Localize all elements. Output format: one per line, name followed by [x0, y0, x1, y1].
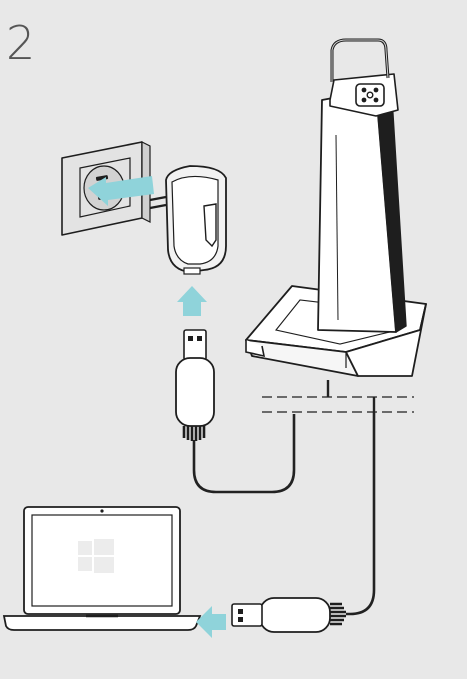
usb-strain-relief	[182, 426, 206, 441]
stand-base-side	[345, 303, 427, 377]
socket-inset	[79, 157, 131, 218]
usb-plug-slot	[188, 336, 193, 341]
adapter-face	[171, 175, 219, 265]
laptop	[2, 506, 202, 631]
stand-notch	[245, 340, 266, 358]
usb-plug-slot	[238, 617, 243, 622]
cable	[192, 414, 296, 494]
power-adapter	[149, 165, 227, 275]
cable-break-marks	[262, 396, 414, 413]
cable	[346, 412, 376, 616]
adapter-prong-bottom	[149, 203, 167, 210]
usb-plug-slot	[197, 336, 202, 341]
charging-stand	[245, 38, 427, 377]
arrow-icon	[177, 286, 207, 316]
usb-cable-laptop	[231, 397, 376, 633]
usb-strain-relief	[328, 602, 346, 626]
usb-cable-adapter	[175, 329, 296, 494]
usb-plug-metal	[183, 329, 207, 361]
arrow-icon	[196, 606, 226, 638]
arrow-icon	[88, 176, 154, 206]
windows-logo-icon	[78, 539, 114, 573]
usb-plug-body	[259, 597, 331, 633]
laptop-base	[2, 615, 202, 631]
usb-plug-metal	[231, 603, 263, 627]
usb-plug-slot	[238, 609, 243, 614]
step-number: 2	[6, 16, 36, 70]
adapter-latch	[203, 203, 217, 248]
stand-column-groove	[335, 134, 339, 321]
adapter-prong-top	[149, 195, 167, 202]
charging-contacts	[355, 83, 385, 107]
usb-plug-body	[175, 357, 215, 427]
laptop-camera	[100, 509, 104, 513]
adapter-usb-port	[183, 267, 201, 275]
